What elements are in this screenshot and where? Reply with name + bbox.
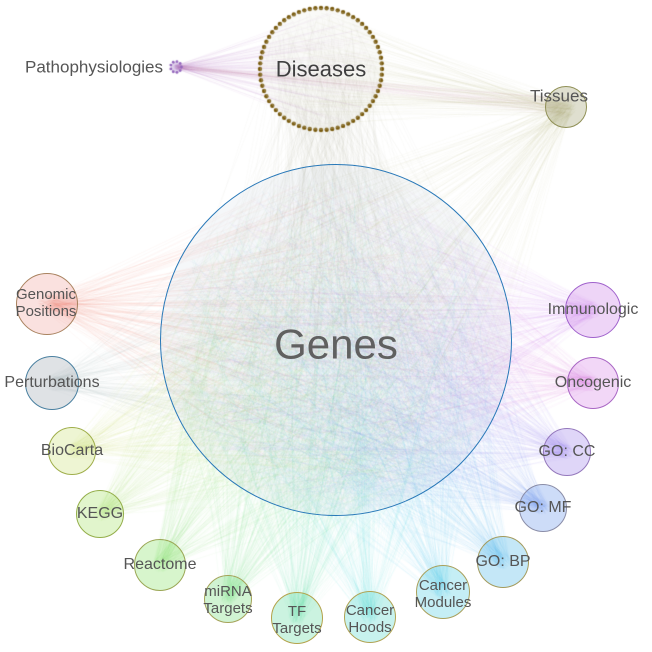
node-label-perturbations[interactable]: Perturbations: [4, 374, 100, 392]
node-label-kegg[interactable]: KEGG: [76, 505, 124, 523]
node-circle-oncogenic[interactable]: [567, 357, 619, 409]
node-label-oncogenic[interactable]: Oncogenic: [554, 374, 632, 392]
node-label-cancer_modules[interactable]: Cancer Modules: [414, 577, 472, 611]
node-label-genes[interactable]: Genes: [274, 320, 398, 368]
node-circle-kegg[interactable]: [76, 490, 124, 538]
node-circle-mirna_targets[interactable]: [204, 575, 252, 623]
node-circle-perturbations[interactable]: [25, 356, 79, 410]
node-circle-go_bp[interactable]: [477, 536, 529, 588]
node-label-mirna_targets[interactable]: miRNA Targets: [203, 583, 253, 617]
node-circle-tissues[interactable]: [545, 86, 587, 128]
node-label-tf_targets[interactable]: TF Targets: [272, 603, 322, 637]
node-circle-cancer_hoods[interactable]: [344, 591, 396, 643]
node-circle-genomic_positions[interactable]: [16, 273, 78, 335]
node-label-immunologic[interactable]: Immunologic: [547, 301, 639, 319]
node-circle-go_cc[interactable]: [543, 428, 591, 476]
node-label-genomic_positions[interactable]: Genomic Positions: [15, 286, 77, 320]
node-label-diseases[interactable]: Diseases: [275, 56, 367, 82]
node-circle-pathophysiologies[interactable]: [170, 61, 182, 73]
node-circle-genes[interactable]: [160, 164, 512, 516]
node-circle-go_mf[interactable]: [519, 484, 567, 532]
node-circle-tf_targets[interactable]: [271, 592, 323, 644]
node-label-go_bp[interactable]: GO: BP: [475, 553, 531, 571]
node-circle-diseases[interactable]: [260, 8, 382, 130]
node-circle-immunologic[interactable]: [565, 282, 621, 338]
node-label-cancer_hoods[interactable]: Cancer Hoods: [345, 602, 395, 636]
node-label-go_mf[interactable]: GO: MF: [514, 499, 572, 517]
node-label-pathophysiologies[interactable]: Pathophysiologies: [25, 57, 163, 77]
node-label-go_cc[interactable]: GO: CC: [538, 443, 596, 461]
node-circle-biocarta[interactable]: [48, 427, 96, 475]
node-label-reactome[interactable]: Reactome: [123, 556, 197, 574]
node-label-tissues[interactable]: Tissues: [530, 86, 588, 106]
node-circle-reactome[interactable]: [134, 539, 186, 591]
node-label-biocarta[interactable]: BioCarta: [40, 442, 104, 460]
node-circle-cancer_modules[interactable]: [416, 565, 470, 619]
